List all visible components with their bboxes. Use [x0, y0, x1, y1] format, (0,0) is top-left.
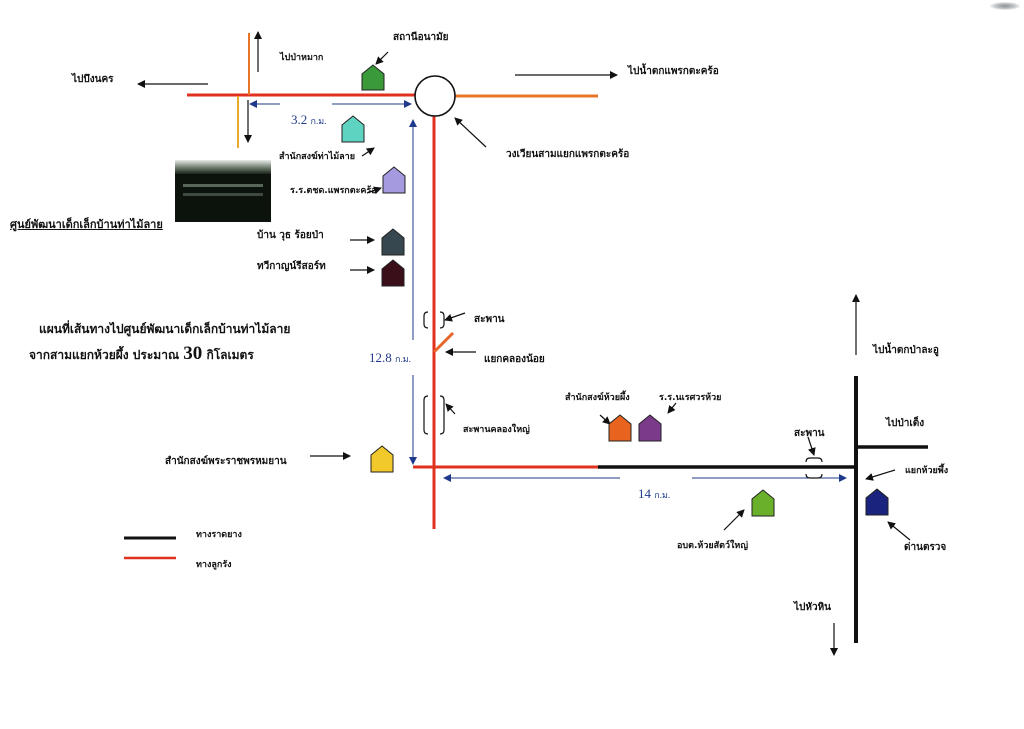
label-bridge-east: สะพาน	[794, 428, 825, 439]
bridge-khlong-yai-bracket-left	[423, 395, 429, 435]
label-bridge-khlong-yai: สะพานคลองใหญ่	[463, 425, 530, 435]
distance-unit: ก.ม.	[654, 490, 671, 500]
pointer-bridge-khlong-yai	[445, 403, 456, 415]
legend-paved-label: ทางราดยาง	[196, 530, 242, 540]
label-to-bueng-nakhon: ไปบึงนคร	[72, 74, 114, 85]
label-naresuan-school: ร.ร.นเรศวรห้วย	[659, 393, 722, 403]
label-bridge-north: สะพาน	[474, 314, 505, 325]
label-to-pa-tueng: ไปป่าเต็ง	[886, 418, 925, 429]
pointer-phraek-school	[366, 186, 382, 195]
scan-smudge	[990, 2, 1020, 10]
bridge-north-bracket-left	[423, 311, 429, 329]
map-title: แผนที่เส้นทางไปศูนย์พัฒนาเด็กเล็กบ้านท่า…	[29, 320, 291, 368]
pointer-roundabout	[454, 117, 487, 148]
phra-ratchaphrom-monastery-icon	[370, 445, 394, 473]
pointer-bridge-north	[444, 312, 466, 322]
roundabout	[414, 75, 456, 117]
road-khlong-noi-branch	[432, 331, 455, 354]
label-to-pa-la-u: ไปน้ำตกป่าละอู	[873, 345, 939, 356]
checkpoint-icon	[865, 488, 889, 516]
pointer-health-station	[375, 51, 389, 65]
label-phra-ratchaphrom-monastery: สำนักสงฆ์พระราชพรหมยาน	[165, 456, 287, 467]
sao-icon	[751, 489, 775, 517]
thawika-resort-icon	[381, 259, 405, 287]
label-roundabout: วงเวียนสามแยกแพรกตะคร้อ	[506, 149, 630, 160]
bridges	[423, 311, 823, 479]
center-name-label: ศูนย์พัฒนาเด็กเล็กบ้านท่าไม้ลาย	[10, 218, 163, 231]
distance-value: 12.8	[369, 350, 392, 365]
pointer-huai-phueng-junction	[865, 469, 896, 481]
naresuan-school-icon	[638, 414, 662, 442]
label-tha-mai-lai-monastery: สำนักสงฆ์ท่าไม้ลาย	[279, 152, 356, 162]
pointer-huai-phueng-monastery	[599, 414, 611, 425]
title-prefix: จากสามแยกห้วยผึ้ง ประมาณ	[29, 347, 184, 362]
map-title-line2: จากสามแยกห้วยผึ้ง ประมาณ 30 กิโลเมตร	[29, 339, 290, 368]
phraek-school-icon	[382, 166, 406, 194]
label-to-pa-mak: ไปป่าหมาก	[280, 53, 324, 63]
label-huai-phueng-junction: แยกห้วยพึ้ง	[905, 466, 949, 476]
distance-14: 14 ก.ม.	[638, 487, 670, 500]
roads	[187, 33, 928, 643]
label-huai-phueng-monastery: สำนักสงฆ์ห้วยผึ้ง	[565, 393, 630, 403]
label-thawika-resort: ทวีกาญน์รีสอร์ท	[257, 261, 326, 272]
pointer-checkpoint	[887, 521, 911, 541]
huai-phueng-monastery-icon	[608, 414, 632, 442]
label-to-phraek-waterfall: ไปน้ำตกแพรกตะคร้อ	[628, 66, 719, 77]
bridge-east-bracket-top	[805, 457, 823, 463]
bridge-khlong-yai-bracket-right	[439, 395, 445, 435]
direction-arrows	[137, 31, 911, 656]
photo-sign-text	[183, 184, 263, 187]
distance-12-8: 12.8 ก.ม.	[369, 351, 411, 364]
title-suffix: กิโลเมตร	[202, 347, 254, 362]
ban-wut-icon	[381, 228, 405, 256]
center-sign-photo	[175, 160, 271, 222]
distance-value: 3.2	[291, 112, 308, 127]
label-phraek-school: ร.ร.ตชด.แพรกตะคร้อ	[290, 186, 377, 196]
health-station-icon	[361, 64, 385, 91]
legend-laterite-label: ทางลูกรัง	[196, 560, 232, 570]
label-to-hua-hin: ไปหัวหิน	[794, 602, 832, 613]
label-khlong-noi-junction: แยกคลองน้อย	[484, 354, 545, 365]
label-health-station: สถานีอนามัย	[393, 32, 449, 43]
photo-trees	[175, 160, 271, 174]
bridge-east-bracket-bottom	[805, 473, 823, 479]
pointer-sao	[723, 509, 745, 531]
tha-mai-lai-monastery-icon	[341, 115, 365, 143]
distance-value: 14	[638, 486, 651, 501]
distance-unit: ก.ม.	[395, 354, 411, 364]
distance-unit: ก.ม.	[310, 116, 327, 126]
pointer-tha-mai-lai	[361, 147, 375, 157]
distance-3-2: 3.2 ก.ม.	[291, 113, 326, 126]
map-title-line1: แผนที่เส้นทางไปศูนย์พัฒนาเด็กเล็กบ้านท่า…	[39, 322, 291, 336]
landmark-icons	[341, 64, 889, 517]
label-sao: อบต.ห้วยสัตว์ใหญ่	[677, 541, 749, 551]
pointer-bridge-east	[807, 436, 816, 456]
label-ban-wut: บ้าน วุธ ร้อยป่า	[257, 230, 324, 241]
label-checkpoint: ด่านตรวจ	[904, 542, 947, 553]
title-distance: 30	[183, 342, 203, 364]
pointer-naresuan-school	[667, 402, 677, 414]
bridge-north-bracket-right	[439, 311, 445, 329]
